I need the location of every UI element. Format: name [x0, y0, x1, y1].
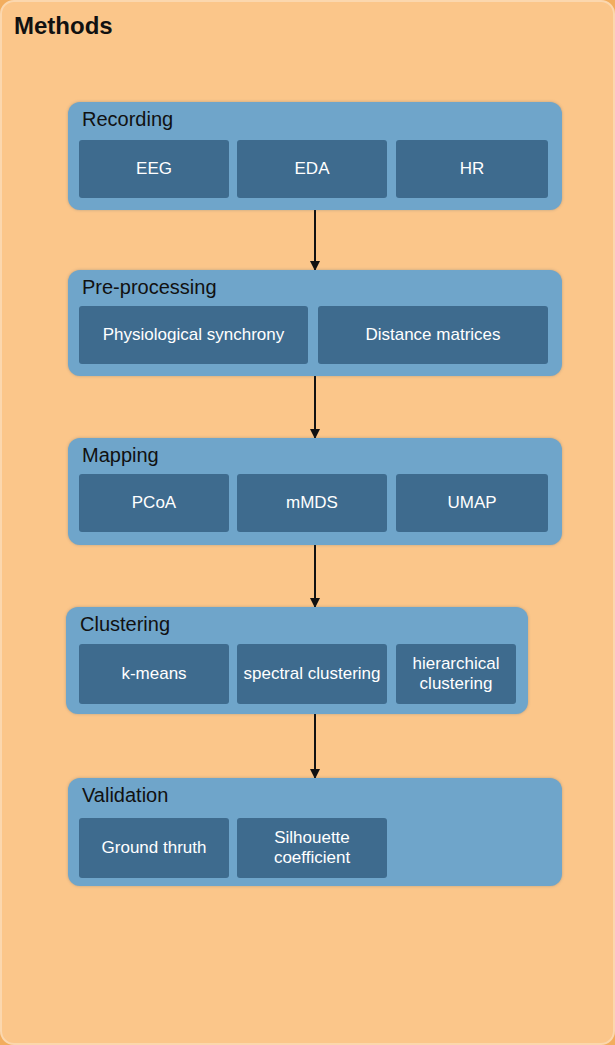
box-label: EDA — [295, 159, 330, 179]
process-box: PCoA — [79, 474, 229, 532]
box-label: Silhouette coefficient — [243, 828, 381, 869]
flow-arrow — [314, 376, 316, 438]
box-label: k-means — [121, 664, 186, 684]
box-label: UMAP — [447, 493, 496, 513]
process-box: Ground thruth — [79, 818, 229, 878]
group-title: Recording — [82, 108, 173, 131]
group-title: Pre-processing — [82, 276, 217, 299]
box-label: spectral clustering — [243, 664, 380, 684]
box-label: hierarchical clustering — [402, 654, 510, 695]
box-label: HR — [460, 159, 485, 179]
flow-arrow — [314, 545, 316, 607]
process-box: EDA — [237, 140, 387, 198]
process-box: Distance matrices — [318, 306, 548, 364]
stage-group: Clustering k-means spectral clustering hier… — [66, 607, 528, 714]
box-label: EEG — [136, 159, 172, 179]
group-title: Clustering — [80, 613, 170, 636]
diagram-title: Methods — [14, 12, 113, 40]
box-label: PCoA — [132, 493, 176, 513]
process-box: hierarchical clustering — [396, 644, 516, 704]
box-label: mMDS — [286, 493, 338, 513]
box-label: Ground thruth — [102, 838, 207, 858]
stage-group: MappingPCoA mMDS UMAP — [68, 438, 562, 545]
box-label: Physiological synchrony — [103, 325, 284, 345]
stage-group: RecordingEEG EDA HR — [68, 102, 562, 210]
stage-group: Pre-processingPhysiological synchrony Dis… — [68, 270, 562, 376]
stage-group: ValidationGround thruth Silhouette coeffi… — [68, 778, 562, 886]
process-box: k-means — [79, 644, 229, 704]
process-box: HR — [396, 140, 548, 198]
process-box: spectral clustering — [237, 644, 387, 704]
process-box: Physiological synchrony — [79, 306, 308, 364]
process-box: mMDS — [237, 474, 387, 532]
box-label: Distance matrices — [365, 325, 500, 345]
process-box: Silhouette coefficient — [237, 818, 387, 878]
flow-arrow — [314, 210, 316, 270]
process-box: EEG — [79, 140, 229, 198]
group-title: Validation — [82, 784, 168, 807]
flow-arrow — [314, 714, 316, 778]
group-title: Mapping — [82, 444, 159, 467]
process-box: UMAP — [396, 474, 548, 532]
